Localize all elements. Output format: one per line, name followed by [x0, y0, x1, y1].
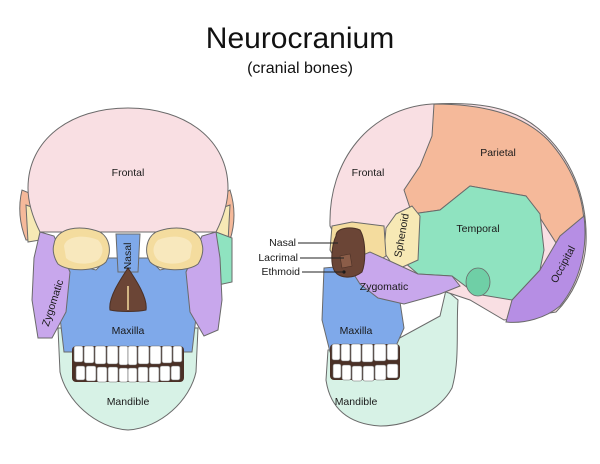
side-label-zygomatic: Zygomatic	[360, 281, 408, 293]
front-nasal-bone	[115, 233, 141, 273]
side-label-ethmoid: Ethmoid	[261, 266, 300, 278]
side-occipital-bone	[505, 215, 586, 323]
side-sphenoid-bone	[383, 205, 421, 271]
side-lacrimal-bone	[339, 253, 353, 269]
front-label-nasal: Nasal	[122, 243, 134, 270]
front-lower-teeth	[75, 365, 181, 383]
side-label-nasal: Nasal	[269, 237, 296, 249]
front-label-mandible: Mandible	[107, 396, 150, 408]
side-skull: Frontal Parietal Temporal Sphenoid Occip…	[258, 102, 587, 427]
side-label-maxilla: Maxilla	[340, 325, 373, 337]
front-frontal-bone	[27, 107, 229, 233]
side-label-parietal: Parietal	[480, 147, 516, 159]
front-upper-teeth	[73, 345, 183, 366]
front-orbit-right-inner	[153, 236, 192, 264]
side-label-temporal: Temporal	[456, 223, 499, 235]
side-upper-teeth	[331, 343, 399, 363]
side-lower-teeth	[332, 363, 399, 382]
diagram-title: Neurocranium	[205, 22, 395, 55]
side-label-mandible: Mandible	[335, 396, 378, 408]
side-label-frontal: Frontal	[352, 167, 385, 179]
front-orbit-left-inner	[64, 236, 103, 264]
front-label-maxilla: Maxilla	[112, 325, 145, 337]
front-skull: Frontal Nasal Zygomatic Maxilla Mandible	[19, 107, 235, 431]
side-ear-canal	[465, 267, 491, 297]
side-nasal-bone	[331, 227, 366, 278]
front-label-frontal: Frontal	[112, 167, 145, 179]
side-zygomatic-bone	[345, 251, 461, 305]
side-label-lacrimal: Lacrimal	[258, 252, 298, 264]
diagram-subtitle: (cranial bones)	[247, 60, 353, 77]
